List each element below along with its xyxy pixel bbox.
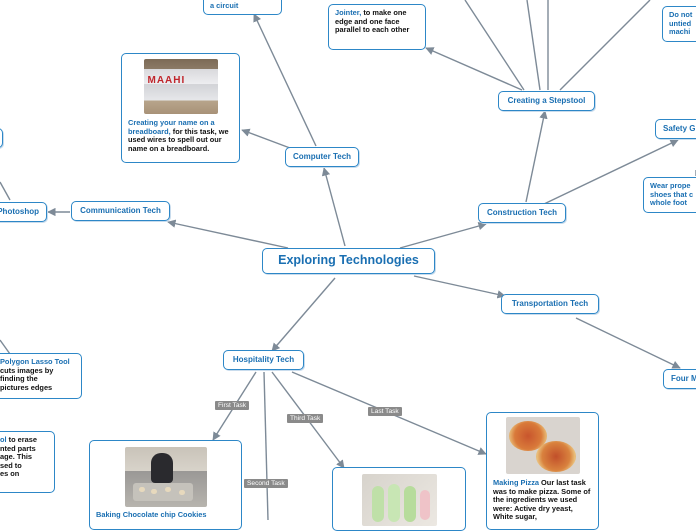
note-cookies[interactable]: Baking Chocolate chip Cookies bbox=[89, 440, 242, 530]
link-polygon bbox=[0, 339, 11, 355]
node-computer-tech[interactable]: Computer Tech bbox=[285, 147, 359, 167]
node-label: Safety G bbox=[663, 124, 696, 133]
link-photoshop-up bbox=[0, 181, 11, 201]
link-computer bbox=[321, 167, 346, 247]
pizza-photo bbox=[505, 417, 580, 474]
node-label: Hospitality Tech bbox=[232, 355, 295, 364]
third-task-photo bbox=[361, 474, 437, 526]
note-highlight: ol bbox=[0, 435, 7, 444]
node-label: Creating a Stepstool bbox=[507, 96, 586, 105]
note-line: shoes that c bbox=[650, 189, 694, 199]
note-line: finding the bbox=[0, 374, 38, 384]
node-label: Computer Tech bbox=[292, 152, 352, 161]
note-line: cuts images by bbox=[0, 365, 54, 375]
breadboard-photo: MAAHI bbox=[143, 59, 218, 114]
link-breadboard bbox=[241, 128, 291, 149]
tag-last-task: Last Task bbox=[368, 407, 402, 416]
link-circuit bbox=[253, 13, 317, 147]
link-jointer bbox=[425, 47, 523, 91]
note-text: to make one edge and one face parallel t… bbox=[335, 8, 410, 35]
node-label: Construction Tech bbox=[486, 208, 558, 217]
note-shoes-partial[interactable]: Wear prope shoes that c whole foot bbox=[643, 177, 696, 213]
link-stepstool-1 bbox=[464, 0, 525, 91]
note-text: Our last task was to make pizza. Some of… bbox=[493, 478, 591, 522]
note-highlight: Jointer, bbox=[335, 8, 362, 17]
node-label: Transportation Tech bbox=[511, 299, 589, 308]
note-highlight: Baking Chocolate chip Cookies bbox=[96, 510, 207, 519]
node-label: Communication Tech bbox=[80, 206, 161, 215]
central-topic[interactable]: Exploring Technologies bbox=[262, 248, 435, 274]
link-stepstool bbox=[525, 110, 548, 203]
tag-first-task: First Task bbox=[215, 401, 250, 410]
node-label: Four M bbox=[671, 374, 696, 383]
node-four-partial[interactable]: Four M bbox=[663, 369, 696, 389]
note-line: Do not bbox=[669, 10, 693, 19]
link-transportation bbox=[413, 275, 506, 299]
node-label: Photoshop bbox=[0, 207, 39, 216]
cookies-photo bbox=[124, 447, 207, 507]
note-text: to erase bbox=[6, 435, 37, 444]
link-stepstool-4 bbox=[559, 0, 651, 91]
note-highlight: Making Pizza bbox=[493, 478, 539, 487]
link-stepstool-2 bbox=[526, 0, 541, 91]
note-line: pictures edges bbox=[0, 382, 53, 392]
note-text: a circuit bbox=[210, 1, 239, 10]
note-eraser-partial[interactable]: ol to erase nted parts age. This sed to … bbox=[0, 431, 55, 493]
central-title: Exploring Technologies bbox=[278, 253, 419, 267]
note-do-not-partial[interactable]: Do not untied machi bbox=[662, 6, 696, 42]
breadboard-wire-lettering: MAAHI bbox=[147, 75, 186, 86]
note-line: es on bbox=[0, 469, 20, 479]
note-highlight: Creating your name on a breadboard, bbox=[128, 118, 215, 136]
note-line: age. This bbox=[0, 452, 33, 462]
node-creating-stepstool[interactable]: Creating a Stepstool bbox=[498, 91, 595, 111]
note-line: nted parts bbox=[0, 443, 36, 453]
note-line: Wear prope bbox=[650, 181, 691, 190]
note-line: untied bbox=[669, 18, 692, 28]
node-communication-tech[interactable]: Communication Tech bbox=[71, 201, 170, 221]
node-hospitality-tech[interactable]: Hospitality Tech bbox=[223, 350, 304, 370]
tag-second-task: Second Task bbox=[244, 479, 288, 488]
note-jointer[interactable]: Jointer, to make one edge and one face p… bbox=[328, 4, 426, 50]
note-line: sed to bbox=[0, 460, 22, 470]
node-safety-partial[interactable]: Safety G bbox=[655, 119, 696, 139]
note-line: whole foot bbox=[650, 198, 687, 208]
node-transportation-tech[interactable]: Transportation Tech bbox=[501, 294, 599, 314]
node-photoshop-partial[interactable]: Photoshop bbox=[0, 202, 47, 222]
note-pizza[interactable]: Making Pizza Our last task was to make p… bbox=[486, 412, 599, 530]
note-line: machi bbox=[669, 27, 691, 37]
note-text: for this task, we used wires to spell ou… bbox=[128, 126, 229, 153]
note-circuit[interactable]: a circuit bbox=[203, 0, 282, 15]
link-construction bbox=[399, 221, 487, 249]
link-hospitality bbox=[271, 277, 336, 352]
tag-third-task: Third Task bbox=[287, 414, 324, 423]
link-second-task bbox=[263, 371, 269, 520]
link-safety bbox=[543, 139, 679, 205]
note-polygon-lasso[interactable]: Polygon Lasso Tool cuts images by findin… bbox=[0, 353, 82, 399]
note-highlight: Polygon Lasso Tool bbox=[0, 357, 70, 366]
node-left-edge-partial[interactable] bbox=[0, 128, 3, 148]
note-third-task[interactable] bbox=[332, 467, 466, 531]
link-communication bbox=[167, 219, 289, 249]
note-breadboard[interactable]: MAAHI Creating your name on a breadboard… bbox=[121, 53, 240, 163]
link-four bbox=[575, 317, 681, 369]
node-construction-tech[interactable]: Construction Tech bbox=[478, 203, 566, 223]
